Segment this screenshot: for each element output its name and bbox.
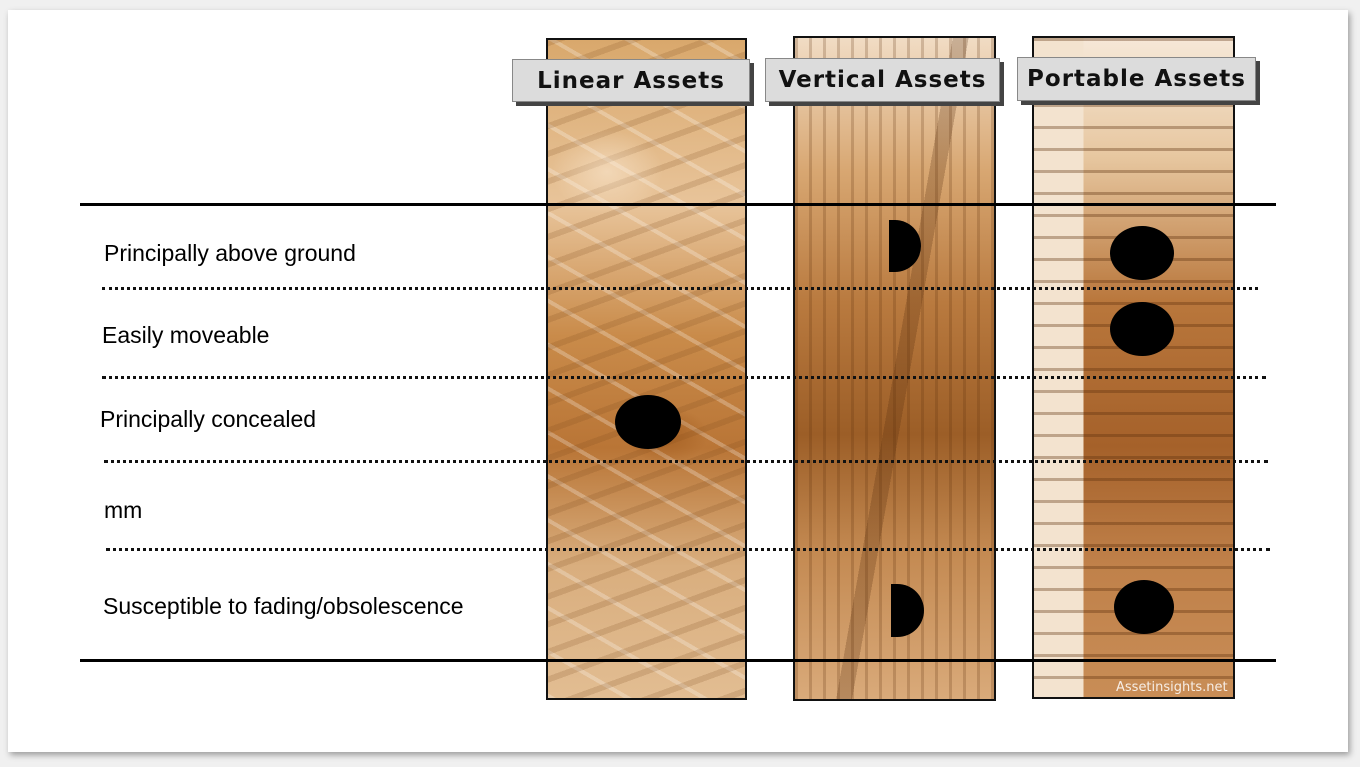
row-label-mm: mm xyxy=(104,497,143,523)
bottom-rule xyxy=(80,659,1276,662)
row-label-susceptible-to-fading: Susceptible to fading/obsolescence xyxy=(103,593,464,619)
row-label-easily-moveable: Easily moveable xyxy=(102,322,270,348)
column-header-portable-assets: Portable Assets xyxy=(1017,57,1256,101)
row-divider xyxy=(104,460,1268,463)
full-circle-marker xyxy=(1110,226,1174,280)
full-circle-marker xyxy=(1114,580,1174,634)
row-label-principally-above-ground: Principally above ground xyxy=(104,240,356,266)
row-divider xyxy=(106,548,1270,551)
linear-assets-photo xyxy=(546,38,747,700)
column-header-vertical-assets: Vertical Assets xyxy=(765,58,1000,102)
top-rule xyxy=(80,203,1276,206)
row-divider xyxy=(102,376,1266,379)
row-label-principally-concealed: Principally concealed xyxy=(100,406,317,432)
full-circle-marker xyxy=(615,395,681,449)
column-header-linear-assets: Linear Assets xyxy=(512,59,750,102)
row-divider xyxy=(102,287,1258,290)
watermark: Assetinsights.net xyxy=(1116,680,1228,695)
full-circle-marker xyxy=(1110,302,1174,356)
